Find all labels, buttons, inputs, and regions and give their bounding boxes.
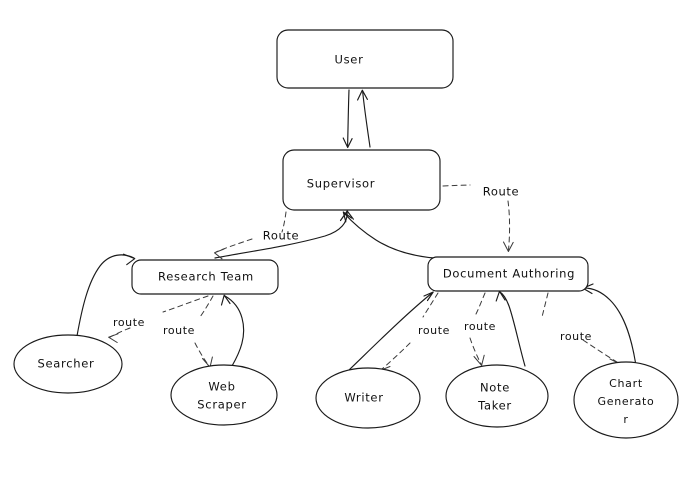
node-writer-shape bbox=[315, 367, 421, 429]
edge-label-document-note-taker: route bbox=[464, 320, 496, 333]
node-research-team-label: Research Team bbox=[158, 270, 254, 284]
node-web-scraper[interactable]: Web Scraper bbox=[170, 364, 278, 426]
node-user-shape bbox=[276, 29, 454, 89]
node-user-label: User bbox=[334, 53, 363, 67]
edge-label-document-writer: route bbox=[418, 324, 450, 337]
node-note-taker-label-line1: Note bbox=[480, 381, 510, 395]
node-searcher-label: Searcher bbox=[38, 357, 95, 371]
node-web-scraper-shape bbox=[170, 364, 278, 426]
edge-research-team-to-searcher: route bbox=[108, 295, 209, 343]
node-document-authoring-label: Document Authoring bbox=[443, 267, 575, 281]
node-supervisor[interactable]: Supervisor bbox=[282, 149, 441, 211]
node-note-taker-shape bbox=[445, 364, 549, 428]
edge-label-research-scraper: route bbox=[163, 324, 195, 337]
node-chart-generator-label-line2: Generato bbox=[598, 395, 655, 408]
node-searcher[interactable]: Searcher bbox=[13, 334, 123, 394]
node-web-scraper-label-line2: Scraper bbox=[197, 398, 246, 412]
node-chart-generator-label-line1: Chart bbox=[609, 377, 643, 390]
edge-label-document-chart: route bbox=[560, 330, 592, 343]
node-writer-label: Writer bbox=[344, 391, 383, 405]
edge-label-research-searcher: route bbox=[113, 316, 145, 329]
node-searcher-shape bbox=[13, 334, 123, 394]
edge-supervisor-to-research-team: Route bbox=[214, 211, 299, 260]
edge-user-to-supervisor bbox=[342, 89, 353, 149]
edge-document-authoring-to-writer: route bbox=[380, 292, 450, 377]
edge-web-scraper-to-research-team bbox=[220, 294, 245, 367]
node-writer[interactable]: Writer bbox=[315, 367, 421, 429]
node-note-taker-label-line2: Taker bbox=[477, 399, 512, 413]
node-supervisor-label: Supervisor bbox=[307, 177, 375, 191]
node-user[interactable]: User bbox=[276, 29, 454, 89]
node-chart-generator-shape bbox=[573, 361, 679, 439]
edge-writer-to-document-authoring bbox=[348, 291, 434, 371]
node-supervisor-shape bbox=[282, 149, 441, 211]
node-web-scraper-label-line1: Web bbox=[208, 380, 235, 394]
node-chart-generator[interactable]: Chart Generato r bbox=[573, 361, 679, 439]
edge-research-team-to-web-scraper: route bbox=[163, 295, 214, 368]
edge-document-authoring-to-note-taker: route bbox=[464, 292, 496, 366]
node-chart-generator-label-line3: r bbox=[623, 413, 628, 426]
edge-supervisor-to-user bbox=[357, 89, 371, 148]
edge-supervisor-to-document-authoring: Route bbox=[442, 184, 519, 252]
edge-label-supervisor-research: Route bbox=[263, 229, 299, 243]
edge-document-authoring-to-supervisor bbox=[342, 211, 435, 259]
edge-searcher-to-research-team bbox=[76, 253, 136, 337]
edge-research-team-to-supervisor bbox=[214, 210, 354, 259]
node-research-team-shape bbox=[131, 259, 279, 295]
node-document-authoring-shape bbox=[427, 256, 589, 292]
edge-document-authoring-to-chart-generator: route bbox=[541, 292, 619, 369]
node-document-authoring[interactable]: Document Authoring bbox=[427, 256, 589, 292]
edge-label-supervisor-document: Route bbox=[483, 185, 519, 199]
node-research-team[interactable]: Research Team bbox=[131, 259, 279, 295]
edge-note-taker-to-document-authoring bbox=[495, 290, 526, 367]
node-note-taker[interactable]: Note Taker bbox=[445, 364, 549, 428]
edge-chart-generator-to-document-authoring bbox=[582, 283, 637, 367]
